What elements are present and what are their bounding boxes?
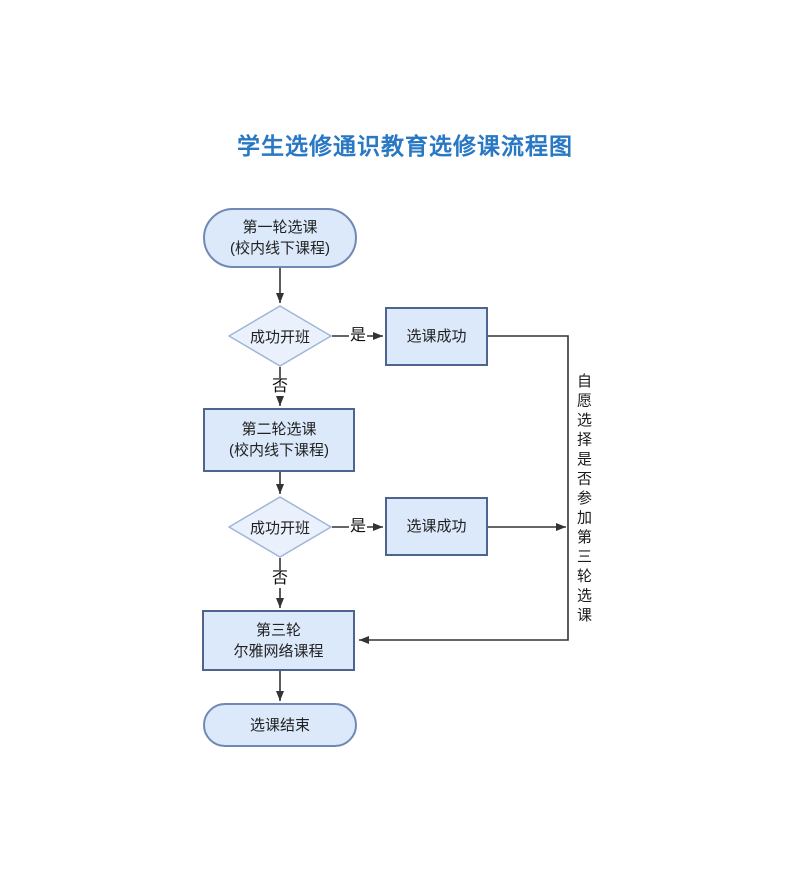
round3-label-line2: 尔雅网络课程: [233, 642, 324, 660]
success2-label: 选课成功: [406, 518, 467, 535]
round3-node: 第三轮 尔雅网络课程: [202, 610, 355, 671]
round2-label-line1: 第二轮选课: [241, 421, 317, 438]
end-node: 选课结束: [203, 703, 357, 747]
decision1-label: 成功开班: [249, 328, 310, 346]
round2-node: 第二轮选课 (校内线下课程): [203, 408, 355, 472]
start-node-label-line1: 第一轮选课: [242, 219, 318, 236]
success1-label: 选课成功: [406, 328, 467, 345]
decision2-node: 成功开班: [228, 496, 332, 558]
edge-label-no2: 否: [271, 570, 289, 588]
page-title: 学生选修通识教育选修课流程图: [237, 134, 573, 159]
success2-node: 选课成功: [385, 497, 488, 556]
edge-label-yes1: 是: [349, 327, 367, 345]
edge-label-no1: 否: [271, 378, 289, 396]
success1-node: 选课成功: [385, 307, 488, 366]
end-node-label: 选课结束: [249, 716, 310, 734]
round3-label-line1: 第三轮: [255, 621, 301, 639]
decision1-node: 成功开班: [228, 305, 332, 367]
decision2-label: 成功开班: [249, 519, 310, 537]
edge-success1-to-round3: [359, 335, 569, 644]
edge-label-yes2: 是: [349, 518, 367, 536]
round2-label-line2: (校内线下课程): [229, 442, 329, 459]
side-note-vertical-text: 自愿选择是否参加第三轮选课: [575, 373, 592, 627]
start-node: 第一轮选课 (校内线下课程): [203, 208, 357, 268]
start-node-label-line2: (校内线下课程): [230, 240, 330, 257]
diamond-shape: [228, 305, 332, 367]
diamond-shape: [228, 496, 332, 558]
